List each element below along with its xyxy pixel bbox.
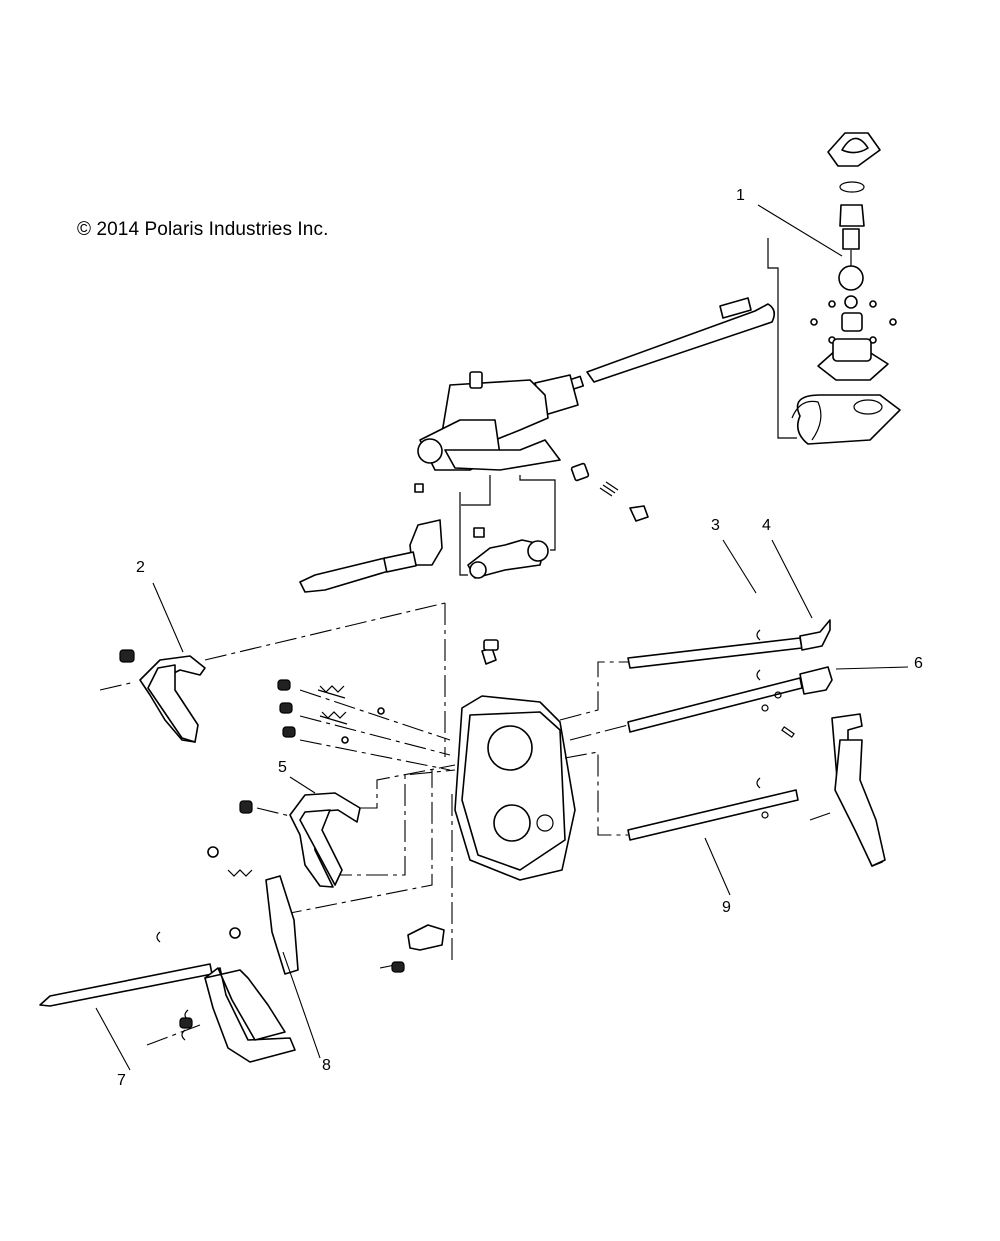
callout-6: 6 [914,655,923,672]
transmission-case [454,639,576,881]
callout-7: 7 [117,1072,126,1089]
callout-2: 2 [136,559,145,576]
callout-leaders [95,204,909,1071]
shift-forks [119,649,886,1063]
callout-5: 5 [278,759,287,776]
copyright-notice: © 2014 Polaris Industries Inc. [77,219,329,240]
detent-springs [207,679,385,939]
shift-tube-assembly [299,297,776,593]
callout-4: 4 [762,517,771,534]
callout-9: 9 [722,899,731,916]
shift-lever-assembly [791,132,901,445]
shift-rails [39,619,833,1041]
callout-1: 1 [736,187,745,204]
callout-3: 3 [711,517,720,534]
callout-8: 8 [322,1057,331,1074]
